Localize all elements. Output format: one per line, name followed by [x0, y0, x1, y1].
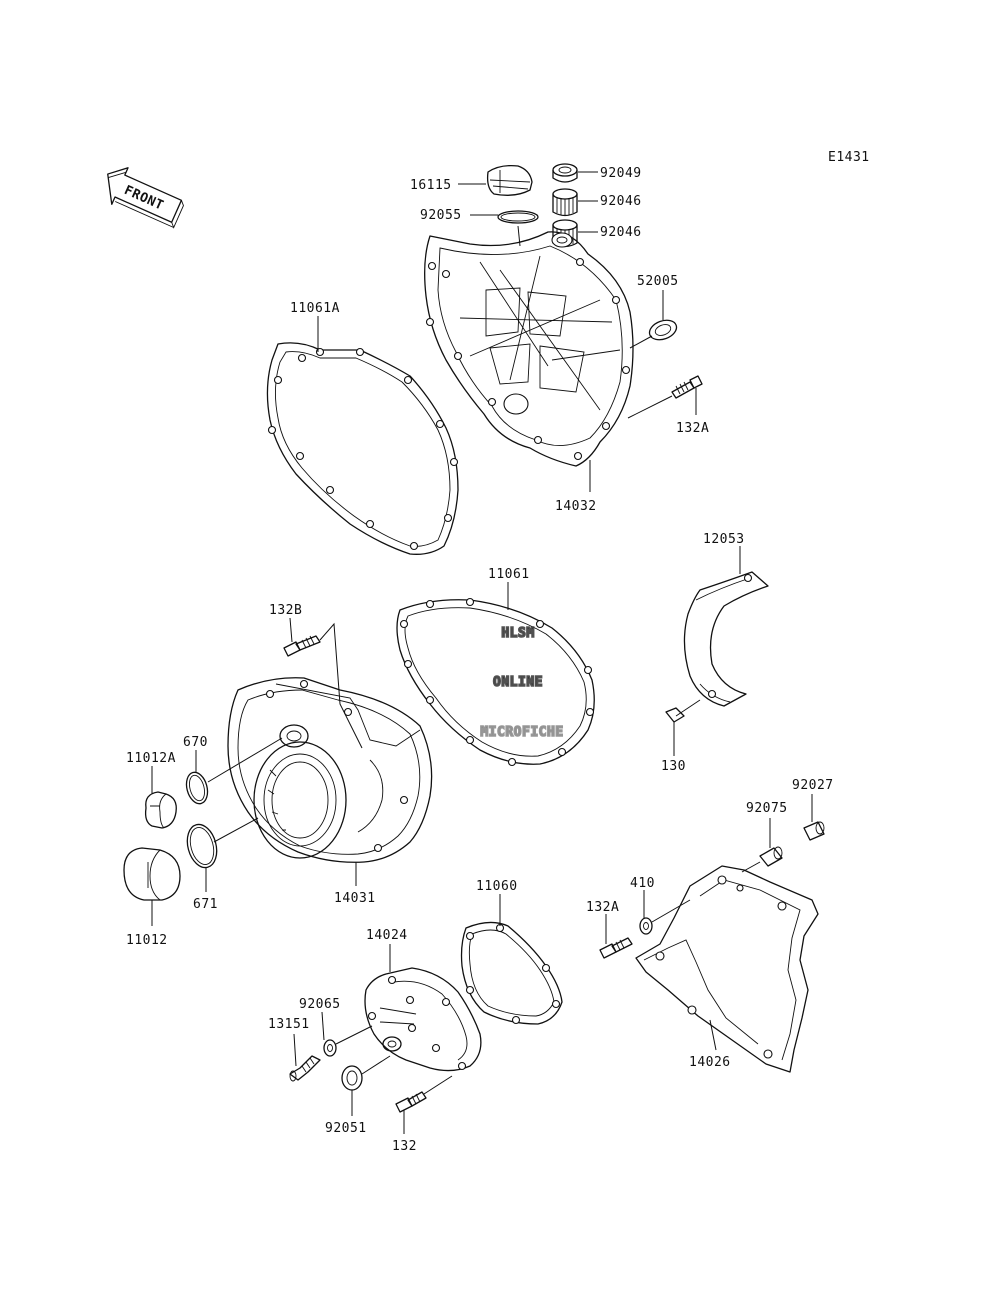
label-92027: 92027 [792, 778, 834, 793]
label-14024: 14024 [366, 928, 408, 943]
plug-11012A [144, 766, 177, 829]
o-ring-92055 [470, 210, 539, 224]
label-11061A: 11061A [290, 301, 340, 316]
bolt-132B [283, 617, 363, 749]
collar-92075 [741, 818, 783, 873]
label-132A-bottom: 132A [586, 900, 619, 915]
seal-92051 [341, 1055, 391, 1116]
label-92046-a: 92046 [600, 194, 642, 209]
gasket-11061 [396, 582, 595, 767]
washer-92065 [321, 1011, 373, 1057]
washer-410 [639, 890, 691, 935]
o-ring-670 [185, 737, 283, 805]
label-14032: 14032 [555, 499, 597, 514]
label-132: 132 [392, 1139, 417, 1154]
gasket-11061A [266, 316, 459, 555]
label-132A-top: 132A [676, 421, 709, 436]
generator-cover-14031 [227, 677, 433, 886]
watermark-line-1: HLSM [501, 626, 534, 641]
oil-filler-cap [458, 164, 533, 196]
bolt-132A-bottom [599, 914, 633, 959]
label-11060: 11060 [476, 879, 518, 894]
front-arrow-icon: FRONT [107, 167, 184, 229]
label-671: 671 [193, 897, 218, 912]
label-14031: 14031 [334, 891, 376, 906]
label-12053: 12053 [703, 532, 745, 547]
clutch-cover-14032 [424, 225, 634, 492]
label-410: 410 [630, 876, 655, 891]
label-670: 670 [183, 735, 208, 750]
plug-11012 [123, 847, 181, 926]
cover-12053 [683, 546, 769, 707]
diagram-code: E1431 [828, 150, 870, 165]
label-132B: 132B [269, 603, 302, 618]
sprocket-cover-14026 [635, 865, 819, 1073]
label-14026: 14026 [689, 1055, 731, 1070]
label-52005: 52005 [637, 274, 679, 289]
label-92049: 92049 [600, 166, 642, 181]
label-92051: 92051 [325, 1121, 367, 1136]
label-92065: 92065 [299, 997, 341, 1012]
o-ring-671 [186, 817, 259, 892]
watermark-line-3: MICROFICHE [480, 725, 563, 740]
label-130: 130 [661, 759, 686, 774]
pin-92027 [803, 794, 825, 841]
fitting-13151 [289, 1033, 321, 1082]
bolt-132 [395, 1075, 453, 1134]
bolt-132A-top [627, 375, 703, 419]
label-92055: 92055 [420, 208, 462, 223]
label-11012: 11012 [126, 933, 168, 948]
label-11012A: 11012A [126, 751, 176, 766]
oil-seal-52005 [629, 290, 678, 349]
label-92075: 92075 [746, 801, 788, 816]
label-92046-b: 92046 [600, 225, 642, 240]
front-label: FRONT [122, 183, 166, 214]
watermark-line-2: ONLINE [493, 675, 543, 690]
label-11061: 11061 [488, 567, 530, 582]
gasket-11060 [460, 894, 563, 1025]
watermark: HLSM ONLINE MICROFICHE [480, 625, 564, 741]
label-16115: 16115 [410, 178, 452, 193]
needle-bearing-92046a [552, 188, 598, 217]
bolt-130 [665, 699, 701, 756]
label-13151: 13151 [268, 1017, 310, 1032]
pump-cover-14024 [364, 944, 482, 1072]
bushing-92049 [552, 163, 598, 183]
